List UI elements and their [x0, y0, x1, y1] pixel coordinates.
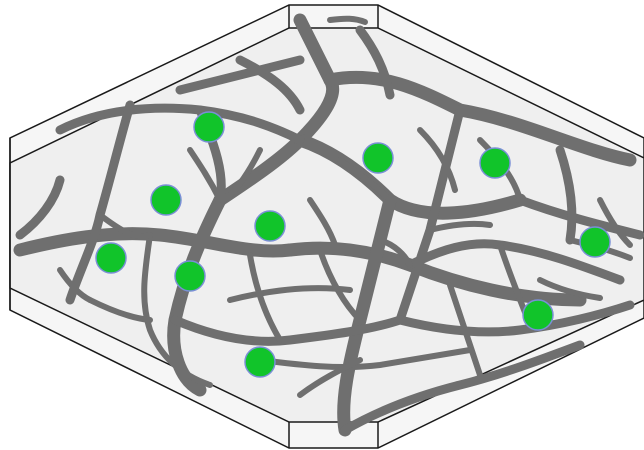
- nucleus: [580, 227, 610, 257]
- nucleus: [96, 243, 126, 273]
- nucleus: [523, 300, 553, 330]
- nucleus: [255, 211, 285, 241]
- nucleus: [194, 112, 224, 142]
- nucleus: [363, 143, 393, 173]
- nucleus: [480, 148, 510, 178]
- nucleus: [175, 261, 205, 291]
- nucleus: [151, 185, 181, 215]
- nucleus: [245, 347, 275, 377]
